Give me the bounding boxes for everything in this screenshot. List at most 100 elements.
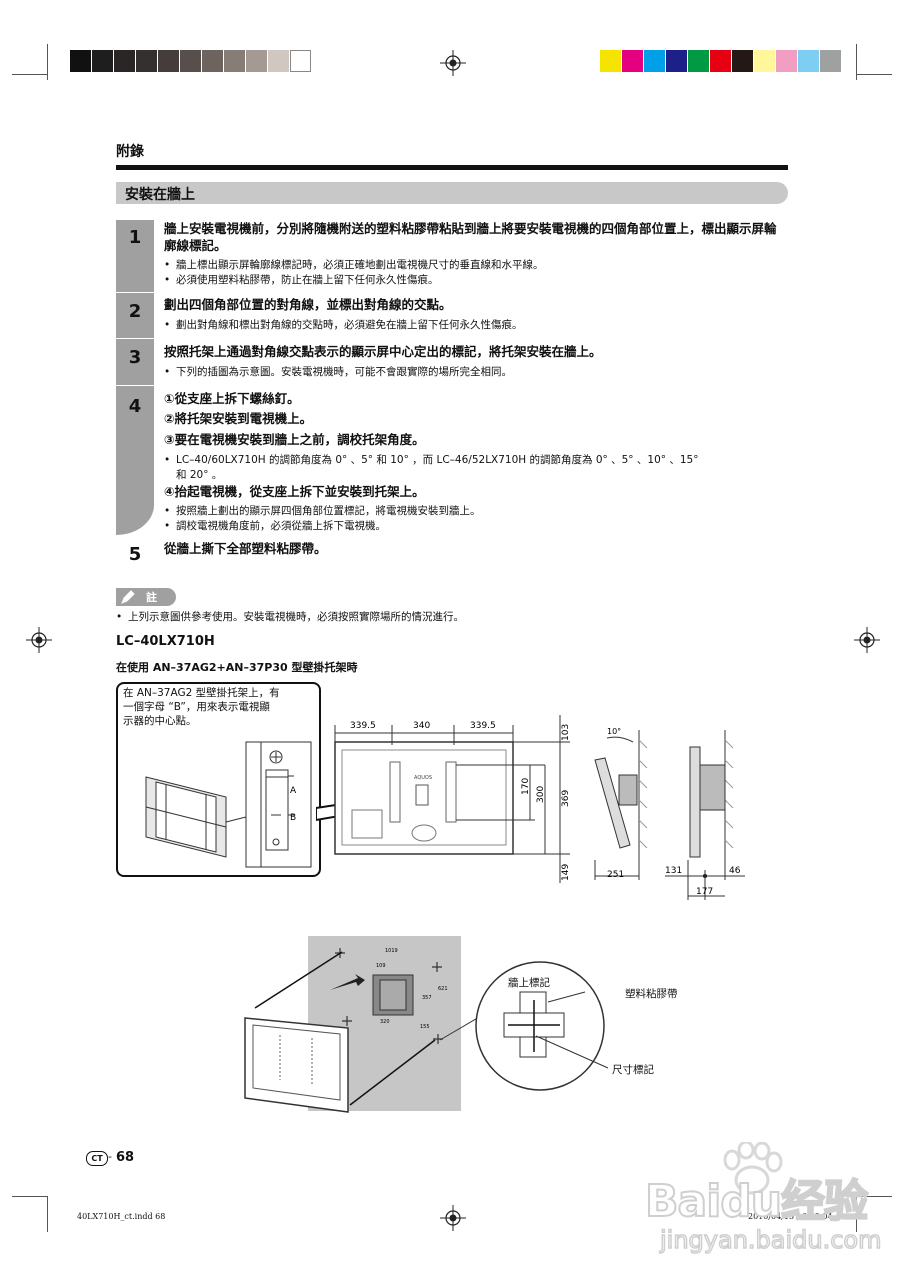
crop-mark xyxy=(47,44,48,80)
step-divider xyxy=(116,292,154,293)
step-bullet: 必須使用塑料粘膠帶，防止在牆上留下任何永久性傷痕。 xyxy=(164,273,784,287)
wall-installation-diagram: 1019 109 621 357 320 155 xyxy=(244,936,609,1113)
step-number: 5 xyxy=(128,544,142,565)
step-bullet: 調校電視機角度前，必須從牆上拆下電視機。 xyxy=(164,519,784,533)
tab-title: 安裝在牆上 xyxy=(125,187,195,203)
swatch xyxy=(268,50,289,72)
dim-339-5: 339.5 xyxy=(350,721,376,731)
swatch xyxy=(688,50,709,72)
header-rule xyxy=(116,165,788,170)
step-heading: 按照托架上通過對角線交點表示的顯示屏中心定出的標記，將托架安裝在牆上。 xyxy=(164,344,602,359)
print-date: 2010/04/15 16:48:04 xyxy=(748,1212,833,1221)
crop-mark xyxy=(856,74,892,75)
step-subheading: ③要在電視機安裝到牆上之前，調校托架角度。 xyxy=(164,432,425,447)
dim-149: 149 xyxy=(561,864,571,881)
step-bullet: 按照牆上劃出的顯示屏四個角部位置標記，將電視機安裝到牆上。 xyxy=(164,504,784,518)
language-badge: CT xyxy=(86,1151,108,1166)
note-text: 上列示意圖供參考使用。安裝電視機時，必須按照實際場所的情況進行。 xyxy=(116,610,736,624)
step-heading: 牆上安裝電視機前，分別將隨機附送的塑料粘膠帶粘貼到牆上將要安裝電視機的四個角部位… xyxy=(164,221,777,253)
page-dash: - xyxy=(108,1150,112,1163)
step-bullet: 牆上標出顯示屏輪廓線標記時，必須正確地劃出電視機尺寸的垂直線和水平線。 xyxy=(164,258,784,272)
tv-front-diagram: AQUOS 339.5 340 339.5 103 170 300 369 14… xyxy=(334,715,571,883)
swatch xyxy=(710,50,731,72)
pencil-icon xyxy=(121,590,135,604)
size-mark-label: 尺寸標記 xyxy=(612,1064,654,1076)
swatch xyxy=(776,50,797,72)
step-number: 3 xyxy=(128,347,142,368)
dim-621: 621 xyxy=(438,986,448,992)
watermark-url: jingyan.baidu.com xyxy=(659,1225,882,1255)
bracket-label-a: A xyxy=(290,786,297,796)
swatch xyxy=(92,50,113,72)
step-column xyxy=(116,220,154,535)
dim-155: 155 xyxy=(420,1024,430,1030)
dim-251: 251 xyxy=(607,870,624,880)
tv-side-diagrams: 10° 251 131 46 177 xyxy=(594,727,745,900)
dim-340: 340 xyxy=(413,721,430,731)
swatch xyxy=(246,50,267,72)
dim-369: 369 xyxy=(561,790,571,807)
note-label: 註 xyxy=(146,591,157,604)
step-heading: 從牆上撕下全部塑料粘膠帶。 xyxy=(164,541,327,556)
dim-170: 170 xyxy=(521,778,531,795)
swatch xyxy=(158,50,179,72)
dim-131: 131 xyxy=(665,866,682,876)
crop-mark xyxy=(856,44,857,80)
step-subheading: ②將托架安裝到電視機上。 xyxy=(164,411,313,426)
step-bullet: 劃出對角線和標出對角線的交點時，必須避免在牆上留下任何永久性傷痕。 xyxy=(164,318,784,332)
registration-mark-icon xyxy=(440,50,466,76)
swatch xyxy=(224,50,245,72)
step-bullet-continued: 和 20° 。 xyxy=(176,469,223,481)
dim-1019: 1019 xyxy=(385,948,398,954)
step-divider xyxy=(116,385,154,386)
bracket-illustration: A B xyxy=(145,741,312,868)
paw-logo-icon xyxy=(723,1142,783,1195)
registration-mark-icon xyxy=(26,627,52,653)
section-tab: 安裝在牆上 xyxy=(116,182,788,204)
bracket-callout-box xyxy=(116,682,321,877)
bracket-label-b: B xyxy=(290,813,296,823)
swatch xyxy=(820,50,841,72)
swatch xyxy=(202,50,223,72)
file-info: 40LX710H_ct.indd 68 xyxy=(77,1212,166,1221)
wall-mark-label: 牆上標記 xyxy=(508,977,550,989)
crop-mark xyxy=(12,74,48,75)
crop-mark xyxy=(856,1196,892,1197)
watermark-logo: Baidu经验 xyxy=(644,1175,869,1228)
page-number: 68 xyxy=(116,1150,135,1165)
dim-339-5b: 339.5 xyxy=(470,721,496,731)
section-title: 附錄 xyxy=(116,144,144,160)
step-number: 4 xyxy=(128,396,142,417)
swatch xyxy=(136,50,157,72)
swatch xyxy=(70,50,91,72)
callout-text: 在 AN–37AG2 型壁掛托架上，有一個字母 “B”，用來表示電視顯示器的中心… xyxy=(123,687,280,727)
angle-label: 10° xyxy=(607,727,621,736)
note-badge: 註 xyxy=(116,588,176,606)
swatch xyxy=(754,50,775,72)
dim-103: 103 xyxy=(561,724,571,741)
step-number: 2 xyxy=(128,301,142,322)
dim-357: 357 xyxy=(422,995,432,1001)
swatch xyxy=(290,50,311,72)
model-title: LC–40LX710H xyxy=(116,634,215,649)
step-divider xyxy=(116,338,154,339)
model-subtitle: 在使用 AN–37AG2+AN–37P30 型壁掛托架時 xyxy=(116,661,358,674)
tape-label: 塑料粘膠帶 xyxy=(625,988,678,1000)
crop-mark xyxy=(47,1196,48,1232)
swatch xyxy=(666,50,687,72)
dim-177: 177 xyxy=(696,887,713,897)
step-subheading: ④抬起電視機，從支座上拆下並安裝到托架上。 xyxy=(164,484,425,499)
swatch xyxy=(114,50,135,72)
step-heading: 劃出四個角部位置的對角線，並標出對角線的交點。 xyxy=(164,297,452,312)
dim-46: 46 xyxy=(729,866,741,876)
step-number: 1 xyxy=(128,227,142,248)
swatch xyxy=(798,50,819,72)
step-bullet: 下列的插圖為示意圖。安裝電視機時，可能不會跟實際的場所完全相同。 xyxy=(164,365,784,379)
registration-mark-icon xyxy=(440,1205,466,1231)
crop-mark xyxy=(856,1196,857,1232)
dim-109: 109 xyxy=(376,963,386,969)
swatch xyxy=(600,50,621,72)
dim-320: 320 xyxy=(380,1019,390,1025)
swatch xyxy=(180,50,201,72)
dim-300: 300 xyxy=(536,786,546,803)
